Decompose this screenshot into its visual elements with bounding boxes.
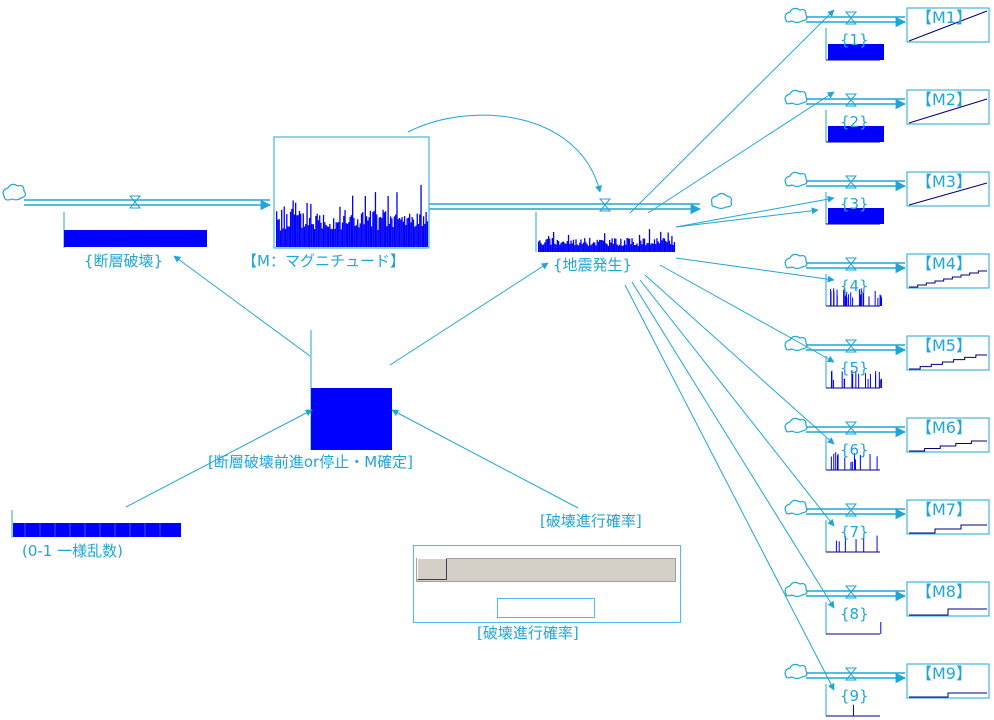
valve-icon [128, 195, 142, 209]
valve-icon [844, 175, 858, 189]
m-graph-label-5: 【M5】 [916, 336, 972, 355]
valve-icon [844, 667, 858, 681]
counter-label-1: {1} [840, 31, 869, 49]
counter-label-2: {2} [840, 113, 869, 131]
valve-icon [844, 339, 858, 353]
quake-histogram [538, 229, 676, 252]
m-graph-label-8: 【M8】 [916, 582, 972, 601]
fault-break-stock [63, 212, 207, 248]
branch-1 [629, 7, 990, 214]
counter-label-6: {6} [840, 441, 869, 459]
branch-9 [624, 284, 990, 717]
valve-icon [844, 421, 858, 435]
branch-4 [675, 253, 990, 307]
quake-stock [535, 212, 676, 252]
branch-3 [675, 171, 990, 228]
magnitude-stock [273, 136, 430, 249]
random-label: (0-1 一様乱数) [22, 542, 123, 560]
branch-7 [639, 279, 990, 553]
cloud-icon [784, 335, 808, 352]
m-graph-label-4: 【M4】 [916, 254, 972, 273]
counter-label-8: {8} [840, 605, 869, 623]
magnitude-histogram [276, 184, 429, 247]
break-prob-slider-panel [413, 545, 681, 623]
counter-label-4: {4} [840, 277, 869, 295]
decision-stock [310, 330, 392, 450]
m-graph-label-9: 【M9】 [916, 664, 972, 683]
break-prob-label: [破壊進行確率] [540, 512, 642, 530]
slider-value-field[interactable] [497, 598, 595, 618]
m-graph-label-7: 【M7】 [916, 500, 972, 519]
m-graph-label-3: 【M3】 [916, 172, 972, 191]
counter-label-3: {3} [840, 195, 869, 213]
valve-icon [844, 257, 858, 271]
valve-icon [844, 11, 858, 25]
cloud-icon [784, 7, 808, 24]
valve-icon [598, 198, 612, 212]
counter-label-5: {5} [840, 359, 869, 377]
cloud-icon [710, 192, 733, 210]
cloud-icon [784, 253, 808, 270]
fault-break-label: {断層破壊} [84, 252, 164, 270]
m-graph-label-1: 【M1】 [916, 8, 972, 27]
valve-icon [844, 93, 858, 107]
decision-label: [断層破壊前進or停止・M確定] [208, 453, 413, 471]
valve-icon [844, 585, 858, 599]
branch-6 [644, 274, 990, 471]
cloud-icon [784, 417, 808, 434]
magnitude-label: 【M：マグニチュード】 [242, 252, 405, 270]
branch-5 [659, 264, 990, 389]
slider-track[interactable] [416, 558, 676, 582]
m-graph-label-6: 【M6】 [916, 418, 972, 437]
quake-label: {地震発生} [553, 256, 633, 274]
valve-icon [844, 503, 858, 517]
break-prob-slider-label: [破壊進行確率] [477, 624, 579, 642]
magnitude-to-quake-flow [407, 114, 733, 215]
branch-2 [647, 89, 990, 214]
m-graph-label-2: 【M2】 [916, 90, 972, 109]
counter-label-9: {9} [840, 687, 869, 705]
main-flow-pipe [2, 183, 272, 211]
branch-8 [631, 281, 990, 635]
connectors [125, 207, 819, 509]
cloud-icon [2, 183, 27, 201]
magnitude-branches [624, 7, 990, 717]
cloud-icon [784, 663, 808, 680]
slider-thumb[interactable] [417, 558, 447, 580]
cloud-icon [784, 89, 808, 106]
counter-label-7: {7} [840, 523, 869, 541]
cloud-icon [784, 171, 808, 188]
cloud-icon [784, 499, 808, 516]
cloud-icon [784, 581, 808, 598]
random-stock [11, 510, 181, 538]
